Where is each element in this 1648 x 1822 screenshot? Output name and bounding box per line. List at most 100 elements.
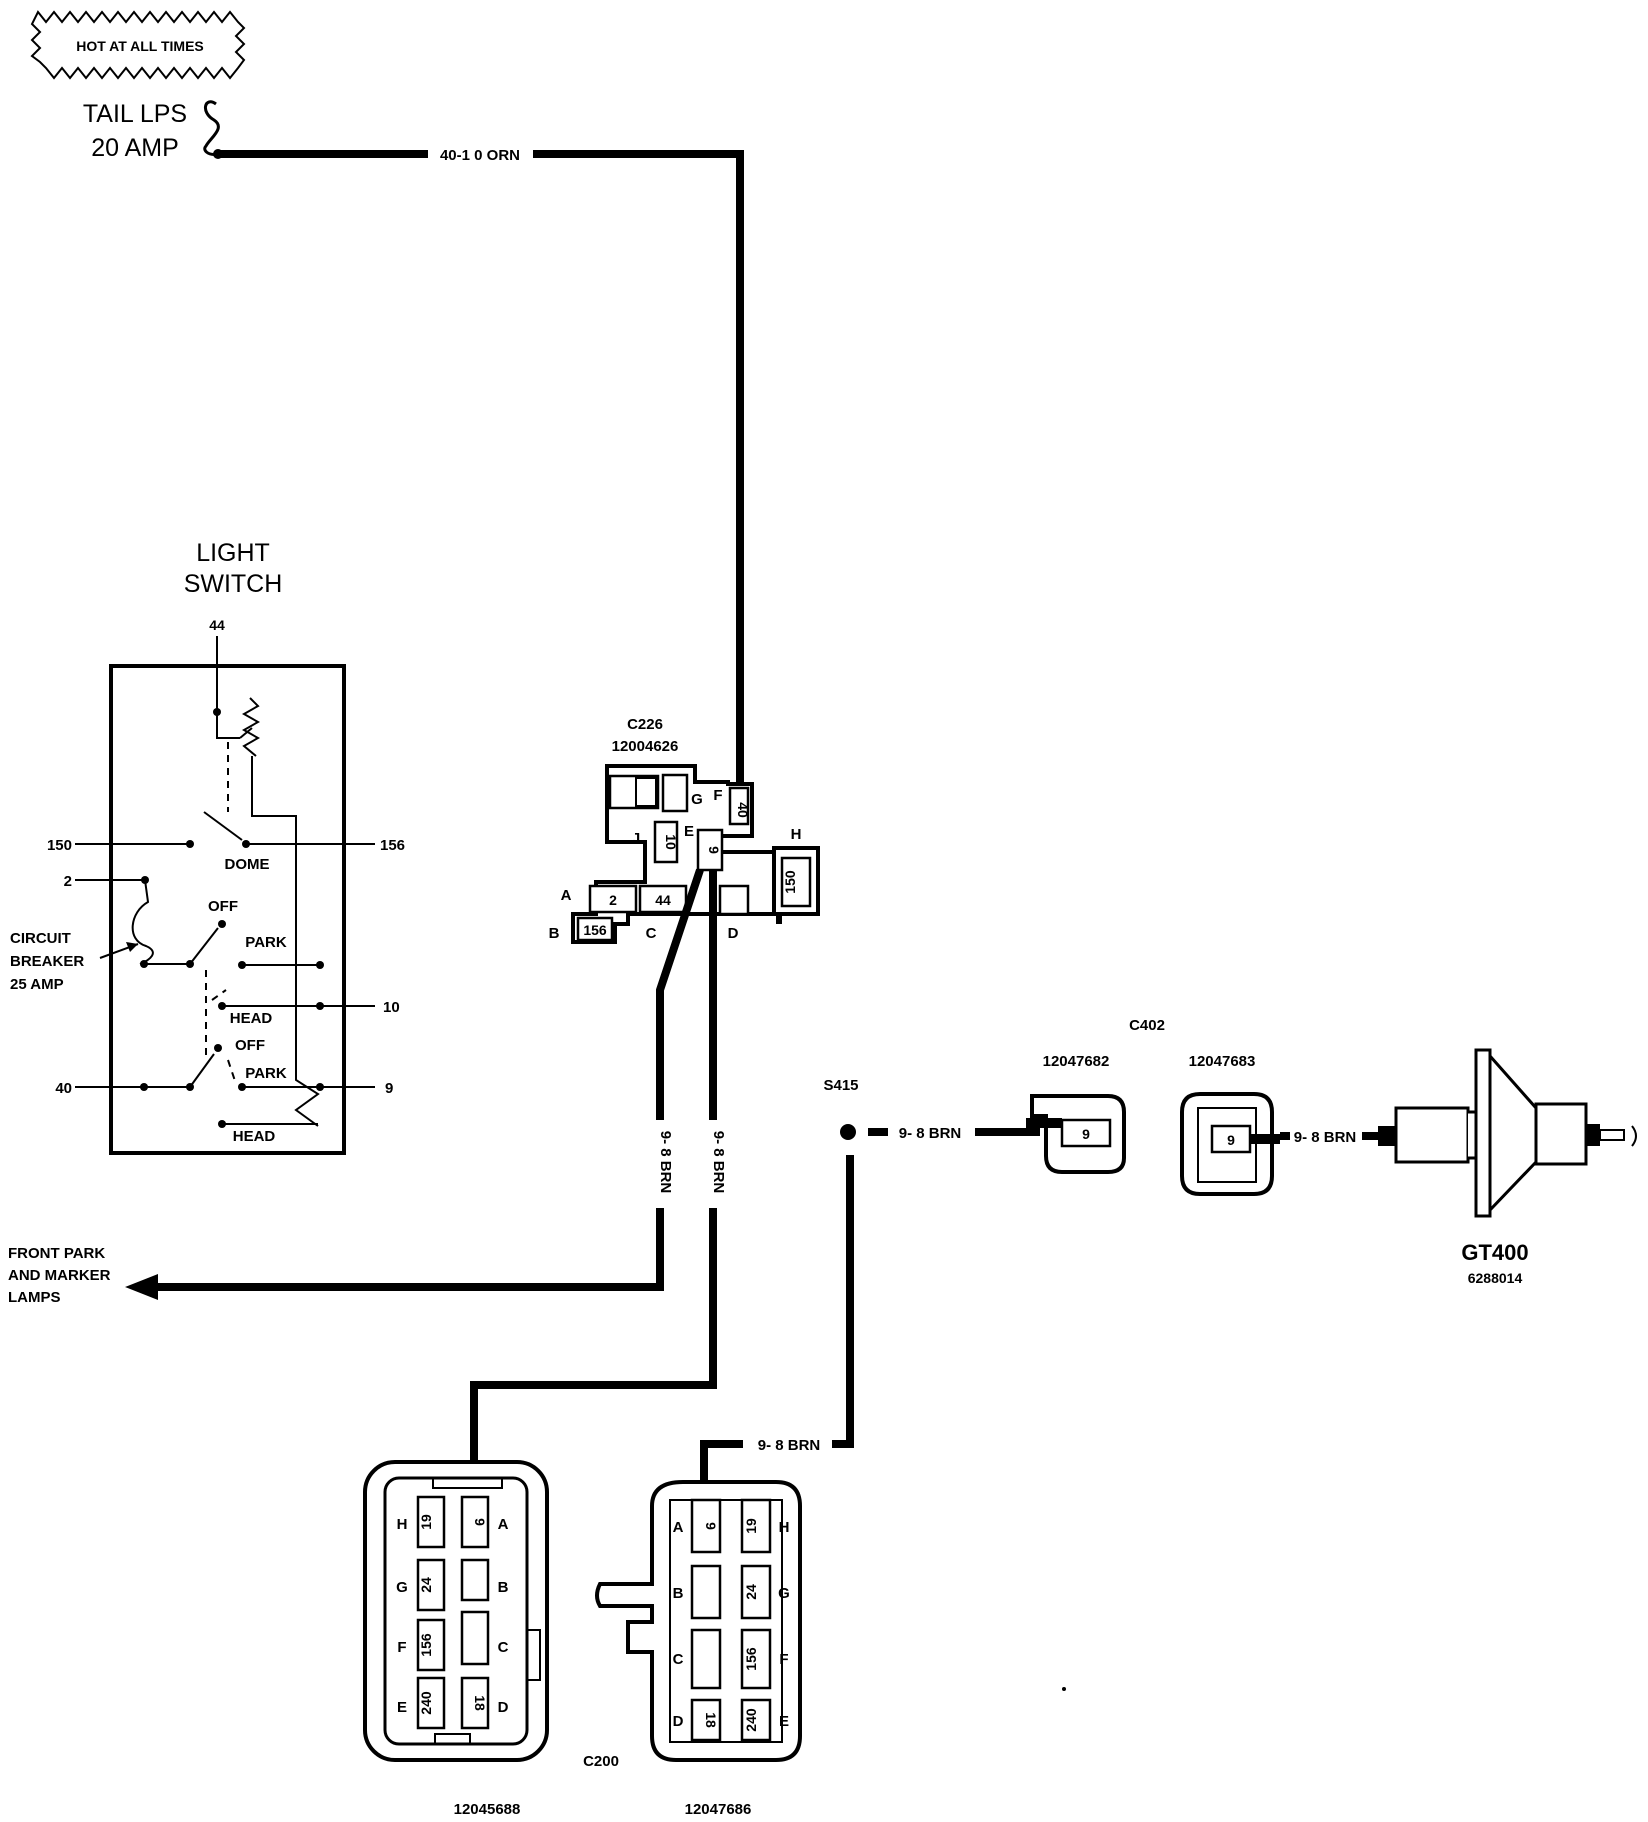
c402-connector-right xyxy=(1180,1092,1280,1196)
breaker-label-2: BREAKER xyxy=(10,953,84,970)
fuse-name: TAIL LPS xyxy=(83,100,187,128)
label-head-1: HEAD xyxy=(230,1010,273,1027)
c200-left-pin-24: 24 xyxy=(418,1577,434,1593)
breaker-label-3: 25 AMP xyxy=(10,976,64,993)
term-10: 10 xyxy=(383,999,400,1016)
c200-right-letter-h: H xyxy=(779,1519,790,1536)
c200-right-letter-d: D xyxy=(673,1713,684,1730)
wire-orn-label: 40-1 0 ORN xyxy=(440,147,520,164)
c226-pin-44: 44 xyxy=(655,892,671,908)
c226-letter-d: D xyxy=(728,925,739,942)
label-park-1: PARK xyxy=(245,934,287,951)
gt400-part: 6288014 xyxy=(1468,1270,1523,1286)
c200-left-letter-g: G xyxy=(396,1579,408,1596)
wire-brn-c200-left xyxy=(470,870,717,1490)
fuse-rating: 20 AMP xyxy=(91,134,179,162)
c200-connector-left xyxy=(363,1460,549,1762)
c402-part-right: 12047683 xyxy=(1189,1053,1256,1070)
c226-connector xyxy=(571,764,820,944)
gt400-component xyxy=(1378,1048,1637,1218)
front-lamps-label-1: FRONT PARK xyxy=(8,1245,105,1262)
label-off-1: OFF xyxy=(208,898,238,915)
c200-right-letter-c: C xyxy=(673,1651,684,1668)
wire-brn-front-lamps xyxy=(150,868,704,1291)
c226-letter-j: J xyxy=(632,830,640,847)
c200-left-pin-19: 19 xyxy=(418,1514,434,1530)
c200-part-right: 12047686 xyxy=(685,1801,752,1818)
c226-letter-e: E xyxy=(684,823,694,840)
wire-brn-gt-label: 9- 8 BRN xyxy=(1294,1129,1357,1146)
c200-left-pin-156: 156 xyxy=(418,1633,434,1657)
c226-pin-156: 156 xyxy=(583,922,607,938)
c200-right-letter-b: B xyxy=(673,1585,684,1602)
label-head-2: HEAD xyxy=(233,1128,276,1145)
breaker-label-1: CIRCUIT xyxy=(10,930,71,947)
wire-brn1-label: 9- 8 BRN xyxy=(657,1131,674,1194)
c200-right-pin-240: 240 xyxy=(743,1708,759,1732)
term-9: 9 xyxy=(385,1080,393,1097)
c200-right-letter-a: A xyxy=(673,1519,684,1536)
fuse-symbol xyxy=(203,100,220,156)
wire-orn xyxy=(218,150,744,785)
term-156: 156 xyxy=(380,837,405,854)
c226-pin-2: 2 xyxy=(609,892,617,908)
label-off-2: OFF xyxy=(235,1037,265,1054)
c200-right-letter-f: F xyxy=(779,1651,788,1668)
c200-right-pin-18: 18 xyxy=(703,1712,719,1728)
wire-brn2-label: 9- 8 BRN xyxy=(710,1131,727,1194)
c200-right-pin-24: 24 xyxy=(743,1584,759,1600)
light-switch-title-2: SWITCH xyxy=(184,570,283,598)
c200-left-letter-c: C xyxy=(498,1639,509,1656)
c226-letter-c: C xyxy=(646,925,657,942)
c200-right-pin-19: 19 xyxy=(743,1518,759,1534)
c402-pin-right: 9 xyxy=(1227,1132,1235,1148)
term-150: 150 xyxy=(47,837,72,854)
c200-right-pins xyxy=(690,1498,772,1742)
c402-connector-left xyxy=(1026,1094,1126,1174)
c200-left-pin-240: 240 xyxy=(418,1691,434,1715)
s415-splice xyxy=(840,1124,856,1140)
c200-part-left: 12045688 xyxy=(454,1801,521,1818)
c200-right-pin-9: 9 xyxy=(703,1522,719,1530)
front-lamps-label-3: LAMPS xyxy=(8,1289,61,1306)
c402-name: C402 xyxy=(1129,1017,1165,1034)
term-40: 40 xyxy=(55,1080,72,1097)
c226-name: C226 xyxy=(627,716,663,733)
c200-name: C200 xyxy=(583,1753,619,1770)
c200-left-letter-e: E xyxy=(397,1699,407,1716)
label-dome: DOME xyxy=(225,856,270,873)
c200-left-letter-b: B xyxy=(498,1579,509,1596)
hot-at-all-times-label: HOT AT ALL TIMES xyxy=(76,38,204,54)
c200-left-letter-f: F xyxy=(397,1639,406,1656)
c200-left-letter-d: D xyxy=(498,1699,509,1716)
front-lamps-label-2: AND MARKER xyxy=(8,1267,111,1284)
c402-pin-left: 9 xyxy=(1082,1126,1090,1142)
c200-right-letter-e: E xyxy=(779,1713,789,1730)
c200-right-letter-g: G xyxy=(778,1585,790,1602)
hot-at-all-times-banner: HOT AT ALL TIMES xyxy=(30,10,246,80)
c200-left-pin-9: 9 xyxy=(472,1518,488,1526)
light-switch-box xyxy=(109,664,346,1155)
c226-letter-a: A xyxy=(561,887,572,904)
c200-left-pin-18: 18 xyxy=(472,1695,488,1711)
c200-left-letter-h: H xyxy=(397,1516,408,1533)
c226-letter-b: B xyxy=(549,925,560,942)
label-park-2: PARK xyxy=(245,1065,287,1082)
c226-letter-f: F xyxy=(713,787,722,804)
s415-label: S415 xyxy=(823,1077,858,1094)
c226-pin-150: 150 xyxy=(782,870,798,894)
light-switch-term-44: 44 xyxy=(209,617,225,633)
c226-pin-40: 40 xyxy=(735,802,751,818)
wire-s415-c200 xyxy=(700,1155,854,1494)
c402-part-left: 12047682 xyxy=(1043,1053,1110,1070)
c200-left-letter-a: A xyxy=(498,1516,509,1533)
c200-right-pin-156: 156 xyxy=(743,1647,759,1671)
c226-pin-9: 9 xyxy=(706,846,722,854)
c226-letter-g: G xyxy=(691,791,703,808)
gt400-name: GT400 xyxy=(1461,1240,1528,1265)
c200-left-pins xyxy=(416,1495,490,1730)
wire-brn-c200-label: 9- 8 BRN xyxy=(758,1437,821,1454)
c226-part: 12004626 xyxy=(612,738,679,755)
light-switch-internals xyxy=(75,636,375,1128)
